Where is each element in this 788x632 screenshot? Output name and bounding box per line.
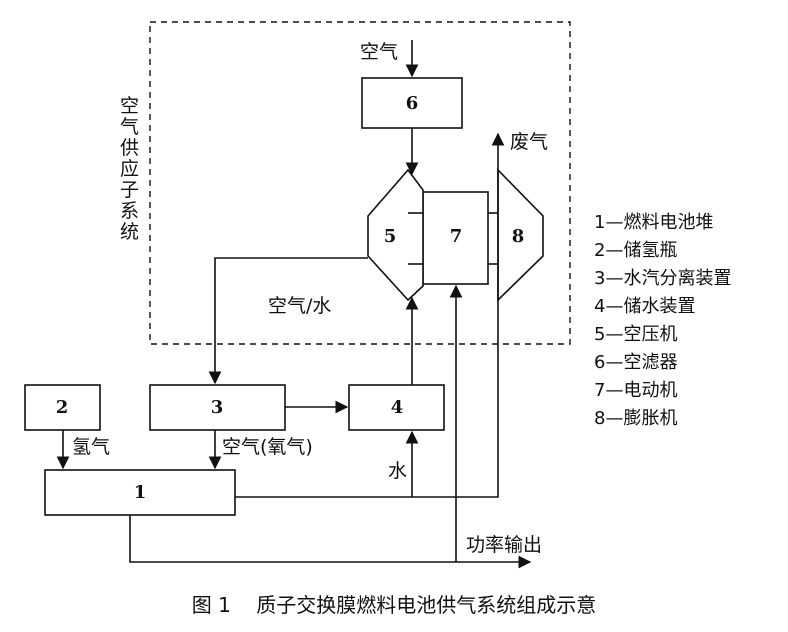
legend: 1—燃料电池堆 2—储氢瓶 3—水汽分离装置 4—储水装置 5—空压机 6—空滤… — [594, 212, 731, 429]
legend-item: 1—燃料电池堆 — [594, 212, 713, 233]
air-supply-subsystem-boundary — [149, 21, 571, 345]
power-output-arrow — [129, 515, 532, 569]
component-2-number: 2 — [56, 397, 69, 418]
legend-item: 5—空压机 — [594, 324, 677, 345]
component-1-number: 1 — [134, 482, 147, 503]
air-oxygen-label: 空气(氧气) — [222, 436, 313, 458]
component-5-number: 5 — [384, 226, 397, 247]
compressor-to-separator-arrow — [208, 257, 368, 385]
exhaust-label: 废气 — [510, 131, 548, 153]
legend-item: 2—储氢瓶 — [594, 240, 677, 261]
component-1-fuel-cell-stack — [44, 469, 236, 516]
subsystem-label: 空气供应子系统 — [120, 95, 139, 243]
legend-item: 3—水汽分离装置 — [594, 268, 731, 289]
legend-item: 4—储水装置 — [594, 296, 695, 317]
air-inlet-label: 空气 — [360, 41, 398, 63]
water-label: 水 — [388, 460, 407, 482]
component-3-number: 3 — [211, 397, 224, 418]
component-7-number: 7 — [450, 226, 463, 247]
figure-caption: 图 1 质子交换膜燃料电池供气系统组成示意 — [192, 593, 597, 617]
component-7-motor — [422, 191, 489, 285]
component-4-water-storage — [348, 384, 445, 431]
air-water-label: 空气/水 — [268, 295, 331, 317]
component-4-number: 4 — [391, 397, 404, 418]
legend-item: 6—空滤器 — [594, 352, 677, 373]
hydrogen-label: 氢气 — [72, 436, 110, 458]
power-output-label: 功率输出 — [466, 534, 542, 556]
legend-item: 7—电动机 — [594, 380, 677, 401]
exhaust-line-arrow — [235, 132, 505, 498]
component-6-number: 6 — [406, 93, 419, 114]
component-8-number: 8 — [512, 226, 525, 247]
component-3-water-separator — [149, 384, 286, 431]
legend-item: 8—膨胀机 — [594, 408, 677, 429]
component-2-hydrogen-tank — [24, 384, 101, 431]
